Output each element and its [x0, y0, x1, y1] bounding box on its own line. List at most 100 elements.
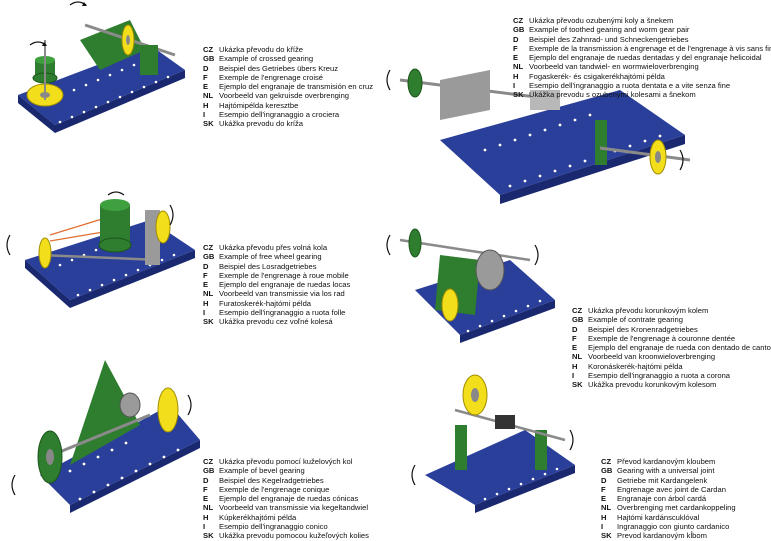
language-code: NL — [203, 503, 214, 513]
caption-text: Getriebe mit Kardangelenk — [617, 475, 708, 485]
caption-line: E Ejemplo del engranaje de rueda con dent… — [572, 343, 771, 352]
caption-text: Esempio dell'ingranaggio conico — [219, 522, 328, 532]
caption-text: Exemple de l'engrenage croisé — [219, 72, 324, 82]
caption-line: F Exemple de l'engrenage à couronne denté… — [572, 334, 771, 343]
universal-joint-illustration — [411, 374, 575, 513]
caption-text: Ingranaggio con giunto cardanico — [617, 522, 730, 532]
free-wheel-gearing-illustration — [6, 191, 195, 308]
caption-line: F Engrenage avec joint de Cardan — [601, 485, 736, 494]
caption-text: Ukázka převodu do kříže — [219, 45, 303, 54]
caption-text: Engrenage avec joint de Cardan — [617, 484, 726, 494]
caption-text: Example of bevel gearing — [219, 466, 305, 476]
language-code: E — [203, 280, 209, 290]
language-code: E — [513, 53, 519, 63]
caption-text: Beispiel des Getriebes übers Kreuz — [219, 63, 339, 73]
language-code: F — [513, 43, 518, 53]
language-code: H — [203, 298, 209, 308]
caption-text: Voorbeeld van gekruisde overbrenging — [219, 91, 350, 101]
caption-text: Fogaskerék- és csigakerékhajtómi példa — [529, 71, 665, 81]
caption-text: Example of crossed gearing — [219, 54, 314, 64]
caption-text: Exemple de l'engrenage à couronne dentée — [588, 333, 736, 343]
caption-line: CZ Ukázka převodu pomocí kuželových kol — [203, 457, 369, 466]
caption-text: Exemple de l'engrenage à roue mobile — [219, 270, 349, 280]
caption-line: NL Voorbeeld van transmissie via kegeltan… — [203, 503, 369, 512]
language-code: I — [572, 371, 575, 381]
language-code: SK — [601, 531, 612, 541]
language-code: F — [203, 270, 208, 280]
caption-line: H Hajtómipélda keresztbe — [203, 101, 373, 110]
worm-gearing-illustration — [386, 68, 691, 204]
caption-text: Ukážka prevodu pomocou kužeľových kolies — [219, 531, 369, 541]
language-code: GB — [572, 315, 584, 325]
caption-line: NL Voorbeeld van kroonwieloverbrenging — [572, 352, 771, 361]
language-code: I — [513, 81, 516, 91]
caption-text: Ukázka převodu pomocí kuželových kol — [219, 457, 353, 466]
language-code: D — [572, 324, 578, 334]
contrate-gearing-illustration — [386, 228, 555, 343]
caption-text: Převod kardanovým kloubem — [617, 457, 716, 466]
caption-text: Beispiel des Kronenradgetriebes — [588, 324, 698, 334]
language-code: NL — [572, 352, 583, 362]
caption-text: Ejemplo del engranaje de transmisión en … — [219, 82, 374, 92]
caption-text: Esempio dell'ingranaggio a ruota dentata… — [529, 81, 731, 91]
language-code: H — [203, 512, 209, 522]
caption-line: GB Example of bevel gearing — [203, 466, 369, 475]
caption-text: Prevod kardanovým kĺbom — [617, 531, 707, 541]
language-code: CZ — [203, 457, 214, 466]
caption-text: Ukázka převodu korunkovým kolem — [588, 306, 709, 315]
language-code: E — [572, 343, 578, 353]
language-code: H — [601, 512, 607, 522]
caption-text: Hajtómipélda keresztbe — [219, 100, 299, 110]
caption-text: Voorbeeld van transmissie via kegeltandw… — [219, 503, 369, 513]
caption-text: Hajtómi kardánscuklóval — [617, 512, 700, 522]
language-code: H — [203, 100, 209, 110]
caption-text: Overbrenging met cardankoppeling — [617, 503, 736, 513]
language-code: GB — [513, 25, 525, 35]
caption-line: E Ejemplo del engranaje de ruedas locas — [203, 280, 350, 289]
language-code: CZ — [203, 45, 214, 54]
caption-line: CZ Ukázka převodu do kříže — [203, 45, 373, 54]
language-code: GB — [203, 466, 215, 476]
language-code: I — [203, 110, 206, 120]
caption-line: I Esempio dell'ingranaggio a ruota dentat… — [513, 81, 771, 90]
language-code: F — [572, 333, 577, 343]
caption-text: Ukážka prevodu cez voľné kolesá — [219, 317, 333, 327]
caption-text: Ukážka prevodu do kríža — [219, 119, 303, 129]
language-code: E — [203, 82, 209, 92]
caption-text: Ejemplo del engranaje de ruedas dentadas… — [529, 53, 762, 63]
language-code: NL — [513, 62, 524, 72]
language-code: GB — [203, 252, 215, 262]
caption-text: Voorbeeld van kroonwieloverbrenging — [588, 352, 716, 362]
caption-line: GB Example of toothed gearing and worm ge… — [513, 25, 771, 34]
caption-text: Ejemplo del engranaje de ruedas locas — [219, 280, 351, 290]
language-code: SK — [513, 90, 524, 100]
caption-line: E Ejemplo del engranaje de transmisión en… — [203, 82, 373, 91]
caption-text: Kúpkerékhajtómi példa — [219, 512, 297, 522]
language-code: NL — [601, 503, 612, 513]
caption-text: Ejemplo del engranaje de rueda con denta… — [588, 343, 771, 353]
language-code: F — [601, 484, 606, 494]
caption-line: D Beispiel des Kronenradgetriebes — [572, 325, 771, 334]
language-code: SK — [203, 317, 214, 327]
caption-text: Example of toothed gearing and worm gear… — [529, 25, 690, 35]
